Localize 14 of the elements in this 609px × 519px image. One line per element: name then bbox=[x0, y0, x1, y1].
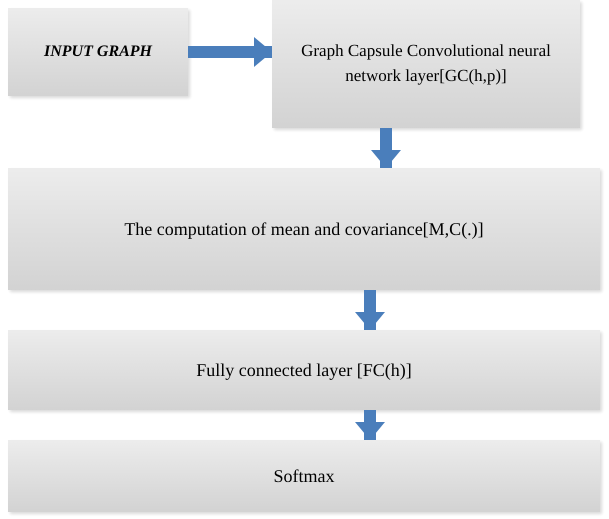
block-arrow bbox=[371, 128, 401, 168]
box-label: INPUT GRAPH bbox=[44, 42, 152, 62]
process-box bbox=[8, 8, 188, 96]
process-box bbox=[272, 0, 580, 128]
box-label: The computation of mean and covariance[M,C(.)] bbox=[124, 218, 484, 241]
box-label: Graph Capsule Convolutional neural network layer[GC(h,p)] bbox=[300, 40, 552, 87]
block-arrow bbox=[355, 410, 385, 440]
box-label: Fully connected layer [FC(h)] bbox=[196, 358, 412, 382]
process-box bbox=[8, 330, 600, 410]
process-box bbox=[8, 168, 600, 290]
block-arrow bbox=[355, 290, 385, 330]
box-label: Softmax bbox=[274, 464, 334, 488]
block-arrow bbox=[188, 37, 272, 67]
process-box bbox=[8, 440, 600, 512]
